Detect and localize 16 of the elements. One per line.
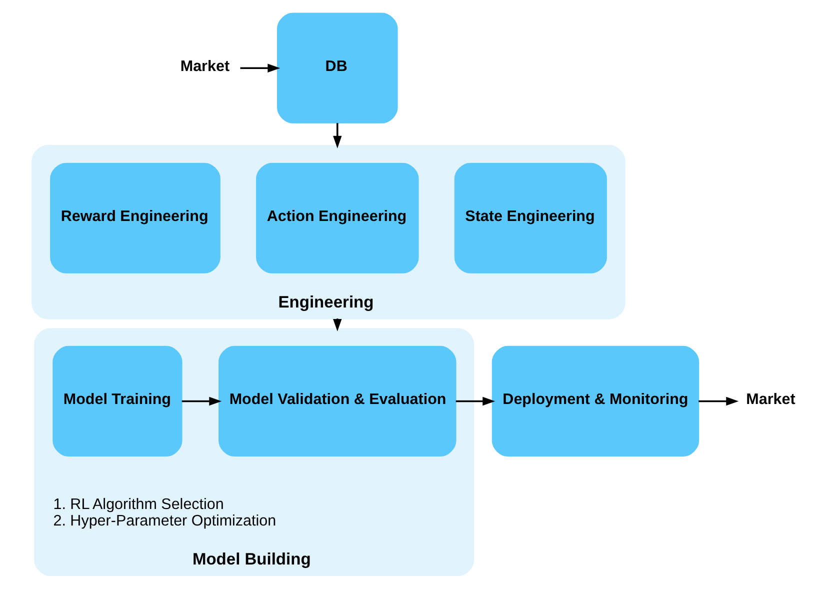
arrow bbox=[456, 396, 496, 406]
node-text: Market bbox=[180, 58, 230, 75]
node-box: Deployment & Monitoring bbox=[492, 346, 700, 457]
node-text: Market bbox=[746, 390, 796, 408]
node-box: Reward Engineering bbox=[50, 162, 220, 274]
arrow bbox=[698, 396, 739, 406]
node-box: Action Engineering bbox=[256, 162, 419, 274]
arrow bbox=[182, 396, 222, 406]
node-box: Model Training bbox=[52, 346, 182, 457]
arrow bbox=[240, 64, 280, 72]
node-label: 1. RL Algorithm Selection bbox=[53, 496, 224, 513]
node-label: 2. Hyper-Parameter Optimization bbox=[53, 512, 276, 530]
node-box: Model Validation & Evaluation bbox=[218, 346, 456, 457]
arrow bbox=[333, 123, 342, 148]
node-box: State Engineering bbox=[454, 162, 607, 274]
node-box: DB bbox=[277, 12, 398, 124]
